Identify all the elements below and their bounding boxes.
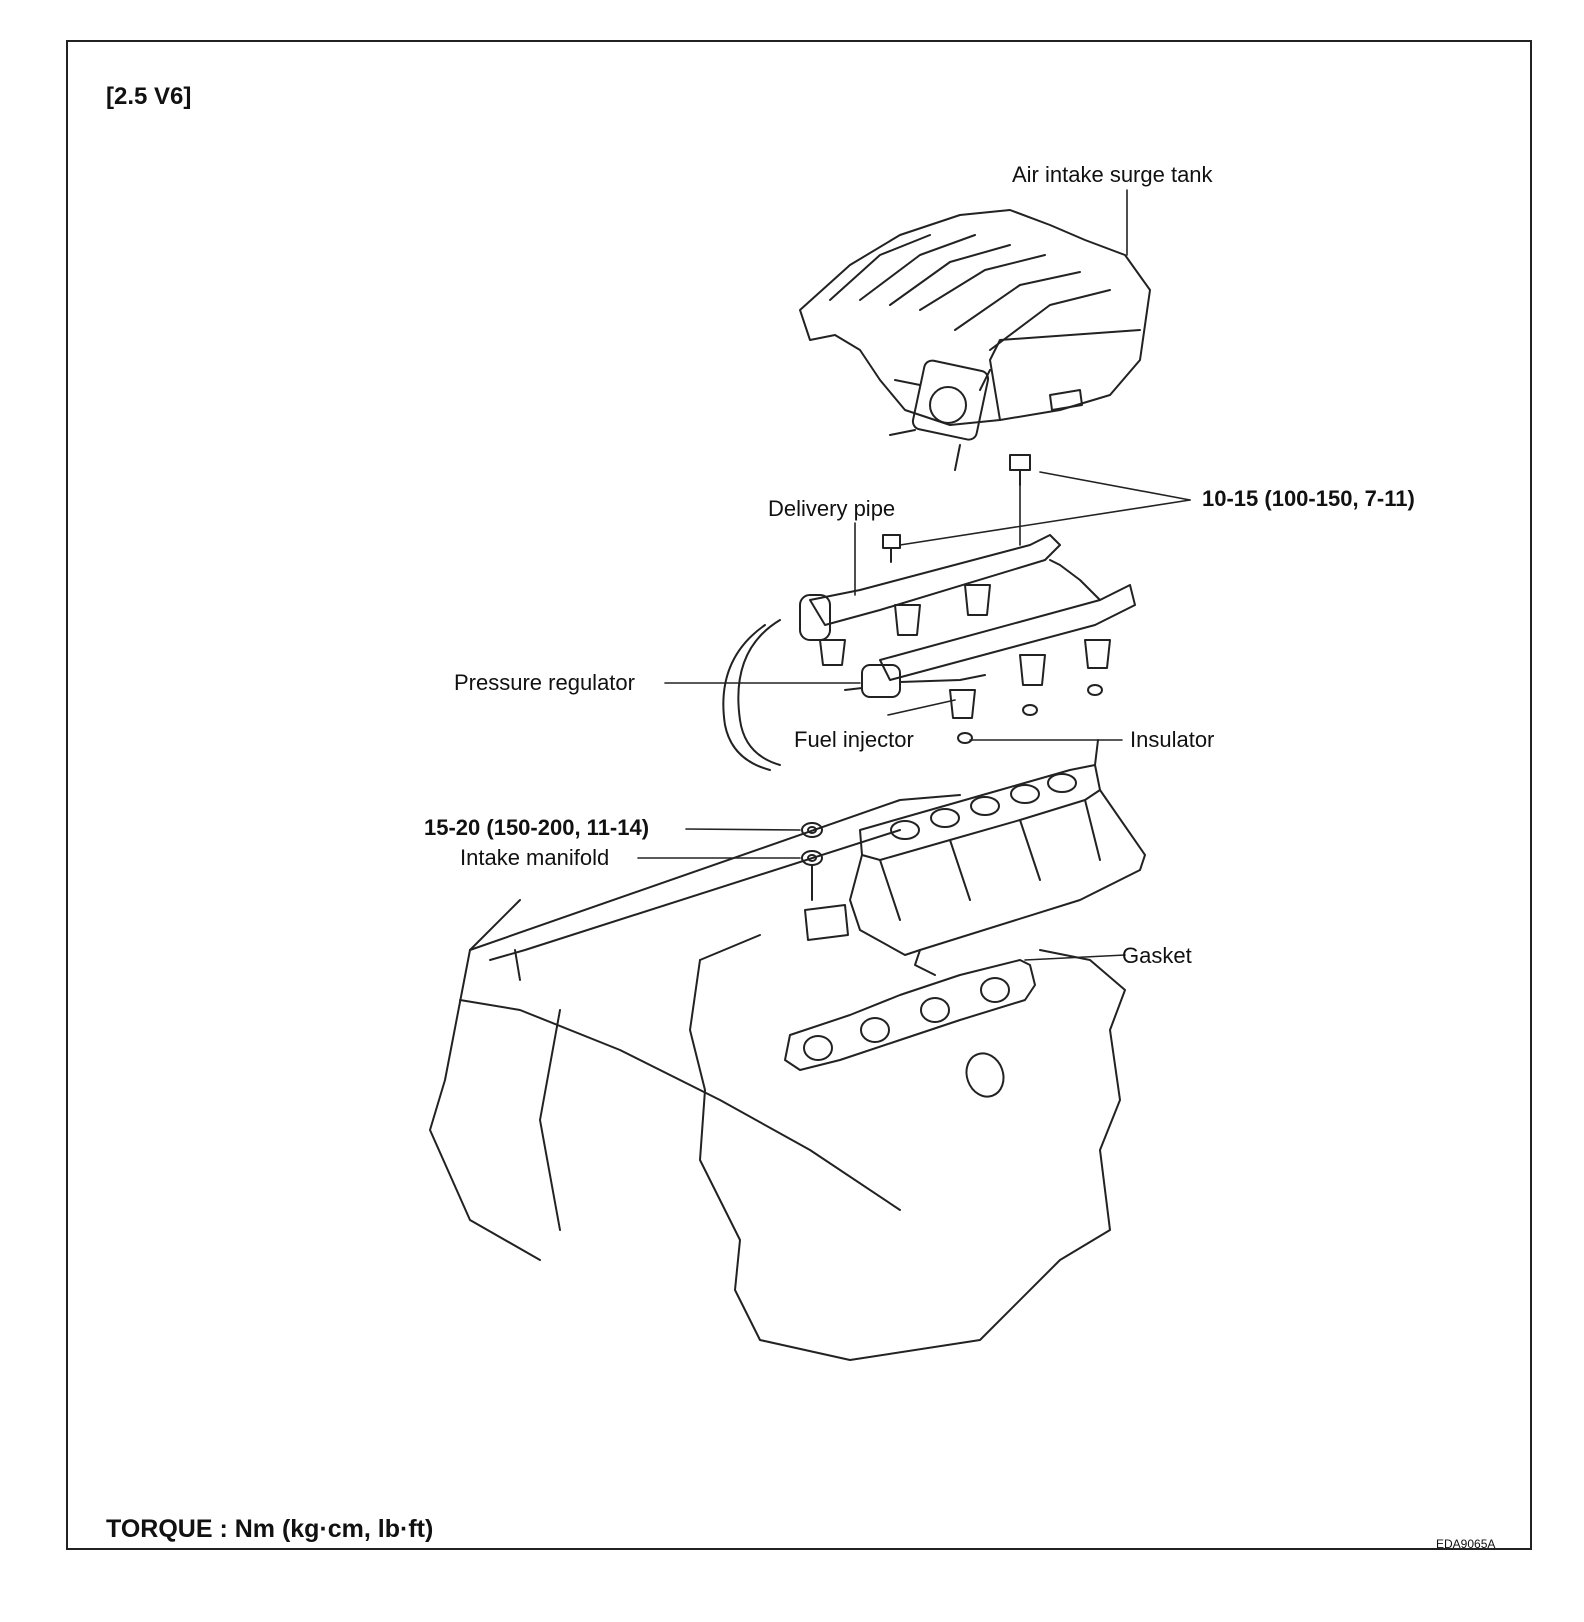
label-intake-manifold: Intake manifold	[460, 845, 610, 870]
label-insulator: Insulator	[1130, 727, 1215, 752]
engine-variant-title: [2.5 V6]	[106, 83, 192, 110]
surge-tank	[799, 209, 1151, 471]
drawing-code: EDA9065A	[1436, 1537, 1496, 1551]
label-torque-upper-bolts: 10-15 (100-150, 7-11)	[1202, 486, 1415, 511]
engine-block	[429, 794, 1126, 1361]
label-gasket: Gasket	[1122, 943, 1192, 968]
leader-lines	[637, 189, 1191, 961]
label-air-intake-surge-tank: Air intake surge tank	[1012, 162, 1213, 187]
delivery-pipe	[722, 534, 1136, 771]
label-delivery-pipe: Delivery pipe	[768, 496, 896, 521]
fuel-injectors	[819, 584, 1111, 719]
upper-bolts	[882, 454, 1031, 563]
diagram-frame	[66, 40, 1532, 1550]
pressure-regulator	[844, 664, 986, 698]
torque-units-note: TORQUE : Nm (kg·cm, lb·ft)	[106, 1515, 434, 1543]
intake-manifold	[804, 739, 1146, 976]
gasket	[784, 959, 1036, 1071]
lower-washers	[801, 822, 823, 901]
label-torque-lower-bolts: 15-20 (150-200, 11-14)	[424, 815, 650, 840]
insulators	[957, 684, 1103, 744]
label-pressure-regulator: Pressure regulator	[454, 670, 635, 695]
label-fuel-injector: Fuel injector	[794, 727, 914, 752]
